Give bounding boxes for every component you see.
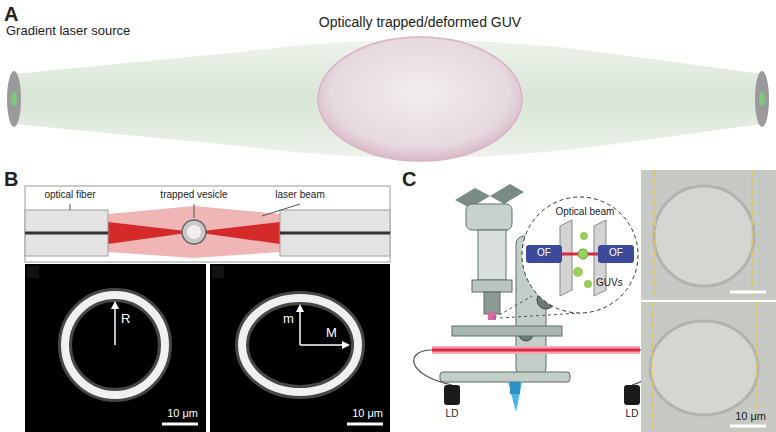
fiber-label: optical fiber (44, 189, 95, 201)
panel-letter: A (4, 3, 18, 26)
panel-b-micrographs (25, 264, 390, 432)
laser-diode (444, 385, 460, 405)
scale-bar-label: 10 μm (167, 407, 198, 420)
panel-b-schematic (25, 186, 390, 262)
vesicle-label: trapped vesicle (160, 189, 227, 201)
laser-core (759, 92, 765, 106)
inset (494, 197, 638, 318)
scale-bar-label: 10 μm (735, 410, 766, 423)
panel-a-illustration (7, 37, 769, 161)
axis-label: m (283, 312, 294, 327)
beam-label: laser beam (275, 189, 324, 201)
radius-label: R (121, 312, 130, 327)
fiber-label: OF (609, 247, 623, 259)
panel-letter: B (4, 168, 18, 191)
beam-label: Optical beam (556, 206, 615, 218)
guv-vesicle (318, 37, 522, 161)
laser-core (11, 92, 17, 106)
trapped-vesicle (182, 220, 206, 244)
panel-letter: C (402, 168, 416, 191)
guv-label: GUVs (596, 277, 623, 289)
axis-label: M (326, 326, 337, 341)
diode-label: LD (446, 408, 459, 420)
laser-diode (624, 385, 640, 405)
laser-source (755, 71, 769, 127)
laser-source (7, 71, 21, 127)
source-label: Gradient laser source (6, 24, 130, 39)
optical-fibers (414, 350, 660, 405)
panel-c-micrographs (641, 170, 776, 432)
scale-bar-label: 10 μm (352, 407, 383, 420)
fiber-label: OF (537, 247, 551, 259)
diode-label: LD (626, 408, 639, 420)
guv-label: Optically trapped/deformed GUV (319, 14, 521, 30)
